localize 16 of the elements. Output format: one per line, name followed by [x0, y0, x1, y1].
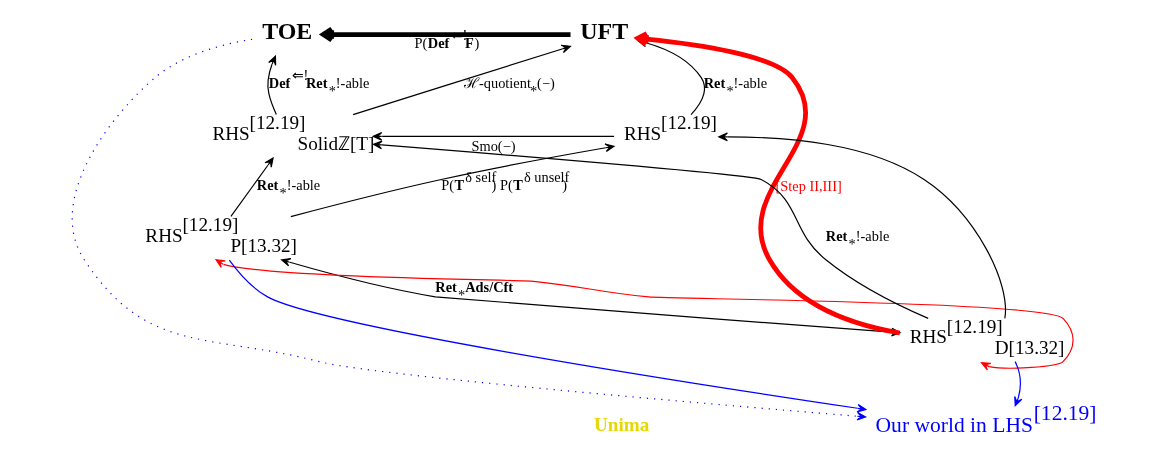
arrow	[229, 157, 274, 217]
arrow	[717, 132, 1006, 320]
arrow	[320, 26, 570, 43]
arrow	[372, 132, 615, 141]
arrow	[214, 259, 1074, 371]
arrow	[372, 140, 929, 319]
arrow	[1013, 361, 1022, 407]
edge-label: [Step II,III]	[775, 177, 842, 194]
arrow	[266, 55, 277, 116]
edge-label: Smo(−)	[471, 138, 516, 155]
node-text: UFT	[579, 18, 628, 45]
label: Unima	[593, 413, 649, 435]
arrow	[289, 143, 615, 218]
arrow	[228, 259, 866, 413]
arrow	[351, 44, 571, 116]
node-text: TOE	[261, 18, 312, 45]
